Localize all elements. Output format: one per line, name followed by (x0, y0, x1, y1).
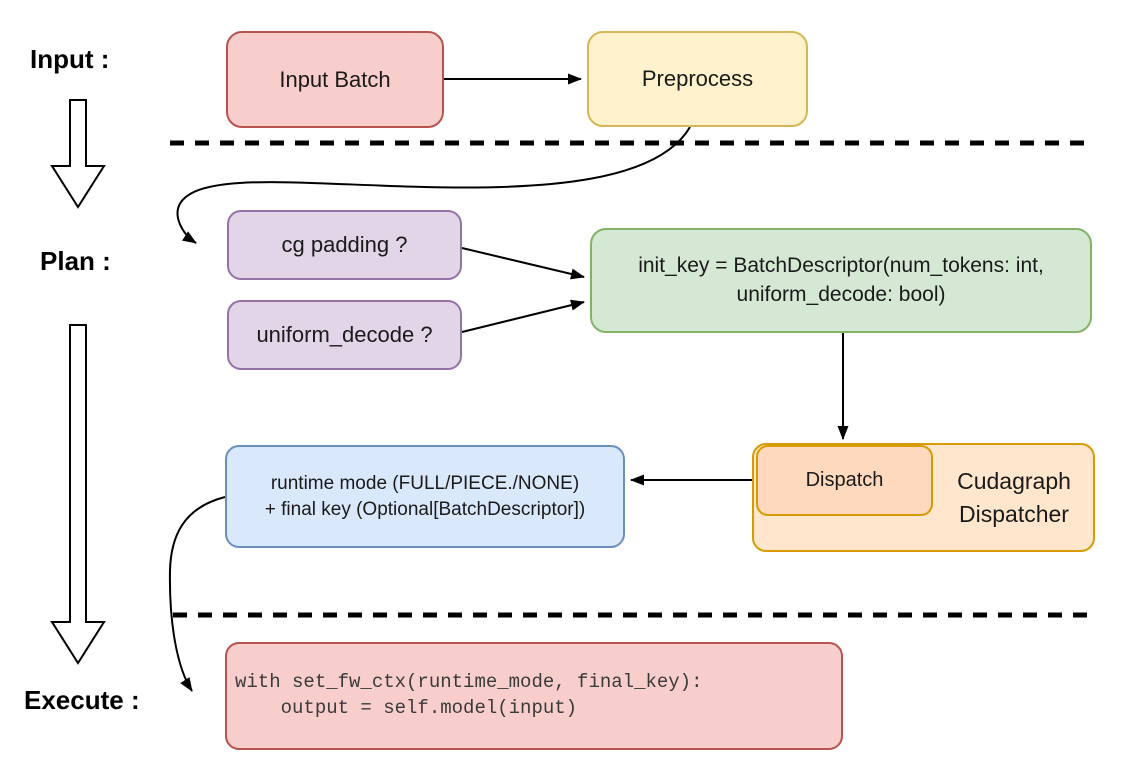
arrow-preprocess-to-cg-padding (176, 126, 691, 244)
node-execute-code: with set_fw_ctx(runtime_mode, final_key)… (225, 642, 843, 750)
node-init-key-line2: uniform_decode: bool) (736, 282, 946, 306)
block-arrow-plan-to-execute (50, 324, 106, 665)
arrow-uniform-decode-to-init-key (461, 299, 585, 333)
node-preprocess-label: Preprocess (641, 66, 754, 92)
node-dispatch: Dispatch (756, 445, 933, 516)
node-cg-padding: cg padding ? (227, 210, 462, 280)
stage-label-execute: Execute : (24, 685, 140, 715)
stage-label-plan: Plan : (40, 246, 111, 276)
node-dispatch-label: Dispatch (805, 469, 884, 491)
node-cg-padding-label: cg padding ? (281, 232, 408, 258)
cudagraph-label-line1: Cudagraph (957, 468, 1071, 495)
block-arrow-input-to-plan (50, 99, 106, 209)
node-uniform-decode: uniform_decode ? (227, 300, 462, 370)
node-uniform-decode-label: uniform_decode ? (256, 322, 433, 348)
node-preprocess: Preprocess (587, 31, 808, 127)
node-runtime-output: runtime mode (FULL/PIECE./NONE) + final … (225, 445, 625, 548)
arrow-runtime-output-to-execute-code (168, 496, 226, 692)
node-cudagraph-dispatcher-label: Cudagraph Dispatcher (933, 443, 1095, 552)
node-runtime-output-line1: runtime mode (FULL/PIECE./NONE) (270, 472, 580, 494)
node-init-key-line1: init_key = BatchDescriptor(num_tokens: i… (638, 254, 1044, 278)
node-input-batch: Input Batch (226, 31, 444, 128)
stage-label-input: Input : (30, 44, 110, 74)
arrow-cg-padding-to-init-key (461, 247, 585, 280)
node-init-key: init_key = BatchDescriptor(num_tokens: i… (590, 228, 1092, 333)
cudagraph-label-line2: Dispatcher (959, 500, 1069, 527)
node-input-batch-label: Input Batch (279, 66, 391, 92)
node-execute-code-line2: output = self.model(input) (235, 697, 578, 719)
node-execute-code-line1: with set_fw_ctx(runtime_mode, final_key)… (235, 671, 703, 694)
node-runtime-output-line2: + final key (Optional[BatchDescriptor]) (264, 498, 586, 520)
